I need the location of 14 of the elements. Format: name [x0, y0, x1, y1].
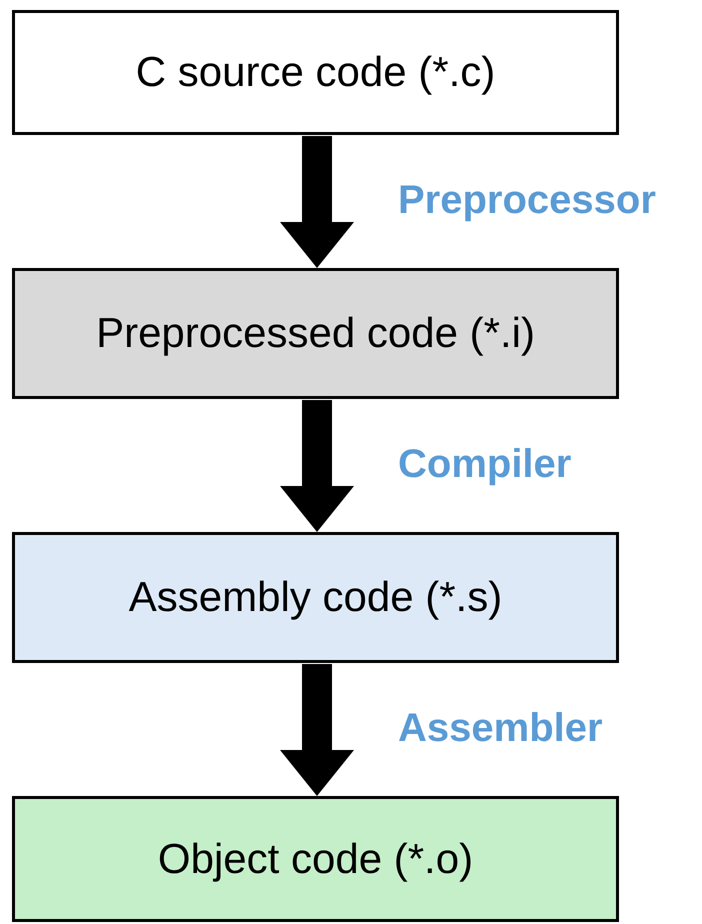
process-box	[12, 10, 619, 135]
edge-label: Preprocessor	[398, 180, 656, 220]
block-arrow	[280, 136, 354, 268]
process-box	[12, 532, 619, 663]
process-box	[12, 796, 619, 922]
edge-label: Compiler	[398, 444, 572, 484]
box-label: Object code (*.o)	[158, 834, 474, 884]
box-label: Preprocessed code (*.i)	[96, 308, 535, 358]
block-arrow	[280, 400, 354, 532]
edge-label: Assembler	[398, 708, 603, 748]
block-arrow	[280, 664, 354, 796]
box-label: Assembly code (*.s)	[128, 572, 502, 622]
box-label: C source code (*.c)	[136, 47, 496, 98]
process-box	[12, 268, 619, 399]
